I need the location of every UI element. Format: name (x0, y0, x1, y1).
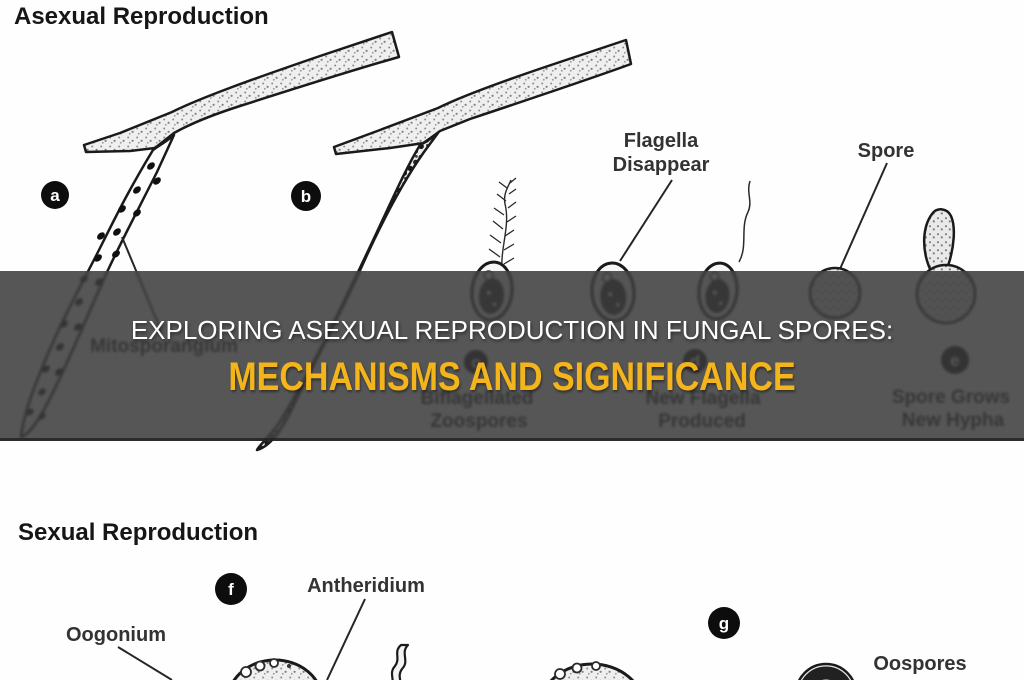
oogonium-cell (232, 658, 318, 680)
oospores-label: Oospores (873, 653, 966, 675)
marker-f: f (215, 573, 247, 605)
antheridium-tube (390, 643, 410, 680)
marker-b: b (291, 181, 321, 211)
svg-text:Antheridium: Antheridium (307, 575, 425, 597)
svg-text:g: g (719, 614, 729, 633)
svg-text:Oogonium: Oogonium (66, 624, 166, 646)
flagella-disappear-label: Flagella Disappear (613, 130, 710, 262)
oospore-cell (798, 662, 854, 680)
banner-title-line2: MECHANISMS AND SIGNIFICANCE (228, 355, 796, 399)
title-overlay-band: EXPLORING ASEXUAL REPRODUCTION IN FUNGAL… (0, 271, 1024, 441)
svg-text:Spore: Spore (858, 140, 915, 162)
banner-title-line1: EXPLORING ASEXUAL REPRODUCTION IN FUNGAL… (130, 315, 894, 345)
antheridium-label: Antheridium (307, 575, 425, 680)
sporangium-b (255, 131, 440, 452)
sexual-heading: Sexual Reproduction (18, 519, 258, 546)
marker-a: a (41, 181, 69, 209)
hypha-b-drawing (255, 38, 633, 452)
svg-text:b: b (301, 187, 311, 206)
oogonium-label: Oogonium (66, 624, 173, 680)
spore-label: Spore (839, 140, 915, 270)
svg-text:a: a (50, 186, 60, 205)
svg-text:Disappear: Disappear (613, 154, 710, 176)
svg-text:f: f (228, 580, 234, 599)
marker-g: g (708, 607, 740, 639)
svg-text:Flagella: Flagella (624, 130, 699, 152)
svg-text:Oospores: Oospores (873, 653, 966, 675)
oogonium-cell-2 (549, 661, 635, 680)
asexual-heading: Asexual Reproduction (14, 3, 269, 30)
